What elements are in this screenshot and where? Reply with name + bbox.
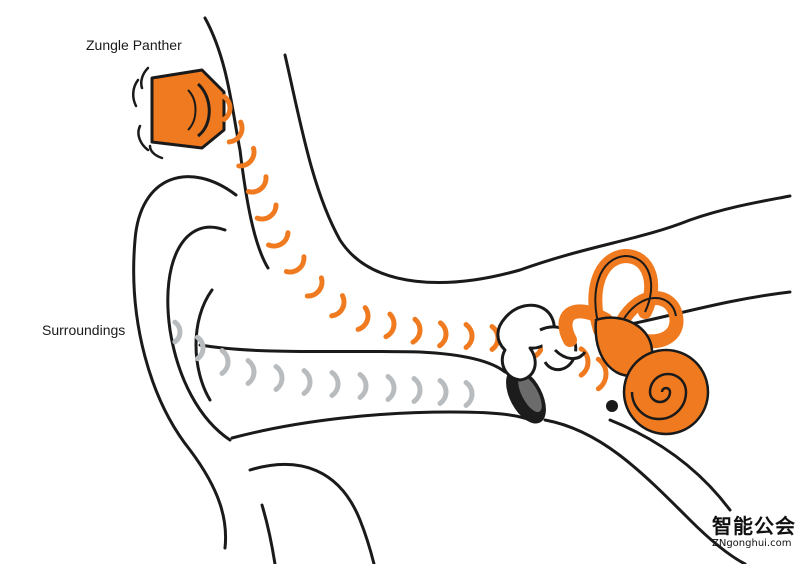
orange-wave-arc [304, 275, 325, 299]
jaw-outline [248, 462, 376, 564]
orange-wave-arc [355, 305, 371, 332]
grey-wave-arc [437, 378, 449, 406]
orange-wave-arc [226, 119, 245, 145]
orange-wave-arc [437, 320, 449, 349]
neck-outline [543, 418, 747, 564]
grey-wave-arc [411, 376, 423, 404]
orange-wave-arc [383, 311, 397, 340]
orange-wave-arc [254, 202, 279, 222]
grey-wave-arc [273, 364, 285, 392]
bone-conduction-speaker-icon [150, 68, 226, 150]
ear-canal-bottom [230, 410, 532, 440]
orange-wave-arc [245, 174, 269, 195]
grey-wave-arc [301, 368, 313, 396]
watermark-url: ZNgonghui.com [712, 538, 792, 549]
orange-wave-arc [221, 94, 233, 122]
orange-wave-arc [578, 346, 591, 378]
grey-wave-arc [463, 380, 475, 408]
grey-wave-arc [357, 372, 369, 400]
face-outline [283, 53, 792, 284]
grey-wave-arc [194, 334, 206, 362]
orange-wave-arc [410, 316, 423, 345]
orange-wave-arc [329, 293, 347, 319]
vibration-lines-icon [132, 66, 164, 160]
orange-wave-arc [595, 356, 609, 392]
grey-wave-arc [172, 319, 183, 345]
grey-wave-arc [385, 374, 397, 402]
bone-line [608, 418, 732, 512]
orange-wave-arc [463, 322, 475, 350]
surroundings-label: Surroundings [42, 322, 126, 338]
grey-wave-arc [329, 370, 341, 398]
orange-wave-arc [236, 145, 257, 169]
grey-wave-arc [219, 348, 231, 376]
site-watermark: 智能公会 ZNgonghui.com [712, 508, 796, 558]
pinna-outline [132, 175, 238, 550]
cochlea-icon [558, 248, 710, 436]
orange-wave-arc [266, 230, 291, 249]
ossicles-icon [496, 303, 587, 382]
eardrum-icon [506, 368, 546, 424]
ambient-sound-waves [172, 319, 475, 408]
head-outline [203, 16, 270, 270]
jaw-corner [260, 503, 277, 564]
pinna-inner-outline [166, 225, 232, 442]
antihelix-outline [194, 288, 214, 402]
watermark-main: 智能公会 [712, 514, 796, 538]
ear-canal-top [198, 343, 507, 374]
orange-wave-arc [283, 254, 307, 275]
device-label: Zungle Panther [86, 37, 182, 53]
grey-wave-arc [245, 358, 257, 386]
